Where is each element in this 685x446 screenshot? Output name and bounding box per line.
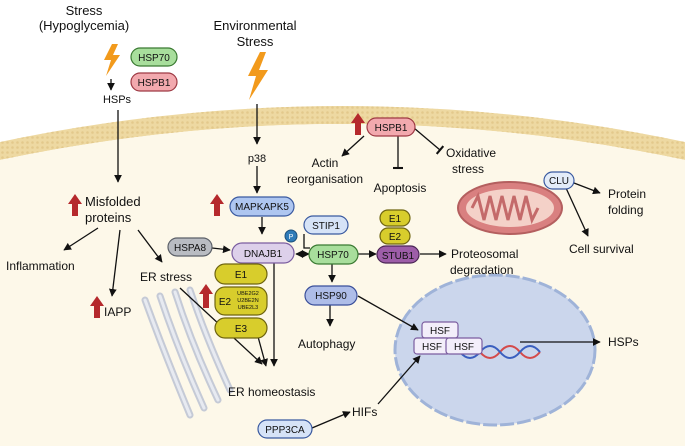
up-arrow-icon-hspb1 bbox=[351, 113, 365, 135]
arrow-ppp3ca-to-hifs bbox=[311, 411, 351, 429]
nucleus bbox=[393, 273, 597, 427]
ppp3ca-node: PPP3CA bbox=[257, 419, 313, 439]
hsp90-label: HSP90 bbox=[315, 291, 347, 302]
hsf-node-2: HSF bbox=[413, 337, 451, 355]
e2-right-node: E2 bbox=[379, 227, 411, 245]
er-homeostasis-label: ER homeostasis bbox=[228, 385, 315, 399]
arrow-hspa8-to-dnajb1 bbox=[211, 245, 231, 254]
arrow-clu-to-protein-folding bbox=[573, 182, 601, 195]
dnajb1-label: DNAJB1 bbox=[244, 249, 283, 260]
hsp70-top-label: HSP70 bbox=[138, 53, 170, 64]
mitochondrion bbox=[457, 181, 563, 235]
mapkapk5-node: MAPKAPK5 bbox=[229, 196, 295, 217]
p38-label: p38 bbox=[248, 153, 266, 165]
misfolded-line1: Misfolded bbox=[85, 194, 141, 209]
connector-stip1 bbox=[303, 234, 310, 249]
e2-left-node: E2 UBE2G2 U2BE2N UBE2L3 bbox=[214, 286, 268, 316]
hsf-node-3: HSF bbox=[445, 337, 483, 355]
misfolded-line2: proteins bbox=[85, 210, 132, 225]
lightning-icon-hypoglycemia bbox=[104, 44, 120, 76]
actin-line2: reorganisation bbox=[287, 172, 363, 186]
hspb1-mid-node: HSPB1 bbox=[366, 117, 416, 137]
hspa8-label: HSPA8 bbox=[174, 243, 206, 254]
er-stress-label: ER stress bbox=[140, 270, 192, 284]
actin-line1: Actin bbox=[312, 156, 339, 170]
arrow-misfolded-to-er-stress bbox=[137, 229, 163, 263]
e1-right-label: E1 bbox=[389, 214, 402, 225]
e1-right-node: E1 bbox=[379, 209, 411, 227]
hsps-top-label: HSPs bbox=[103, 94, 132, 106]
apoptosis-label: Apoptosis bbox=[374, 181, 427, 195]
clu-node: CLU bbox=[543, 171, 575, 190]
e3-left-node: E3 bbox=[214, 317, 268, 339]
e2-right-label: E2 bbox=[389, 232, 402, 243]
arrow-hspb1-to-actin bbox=[341, 135, 365, 157]
hsp70-mid-node: HSP70 bbox=[308, 244, 359, 265]
arrow-misfolded-to-inflammation bbox=[63, 227, 99, 251]
e3-left-label: E3 bbox=[235, 324, 248, 335]
clu-label: CLU bbox=[549, 176, 569, 187]
stip1-node: STIP1 bbox=[303, 215, 349, 235]
proteosomal-line2: degradation bbox=[450, 263, 513, 277]
stub1-label: STUB1 bbox=[382, 251, 415, 262]
inflammation-label: Inflammation bbox=[6, 259, 75, 273]
protein-folding-line2: folding bbox=[608, 203, 643, 217]
cell-membrane-texture bbox=[0, 106, 685, 160]
stip1-label: STIP1 bbox=[312, 221, 340, 232]
up-arrow-icon-misfolded bbox=[68, 194, 82, 216]
e2-sub2-label: U2BE2N bbox=[237, 298, 258, 304]
stress-hypoglycemia-line2: (Hypoglycemia) bbox=[39, 18, 129, 33]
autophagy-label: Autophagy bbox=[298, 337, 355, 351]
stub1-node: STUB1 bbox=[376, 245, 420, 264]
hsps-right-label: HSPs bbox=[608, 335, 639, 349]
hsp70-mid-label: HSP70 bbox=[317, 250, 349, 261]
phospho-badge: P bbox=[284, 229, 298, 243]
lightning-icon-environmental bbox=[248, 52, 268, 100]
hspb1-mid-label: HSPB1 bbox=[375, 123, 408, 134]
arrow-hifs-to-hsf bbox=[377, 355, 421, 405]
hifs-label: HIFs bbox=[352, 405, 377, 419]
hsf-node-1: HSF bbox=[421, 321, 459, 339]
arrow-hsp90-to-hsf bbox=[357, 295, 419, 331]
arrow-misfolded-to-iapp bbox=[108, 229, 121, 297]
hsf3-label: HSF bbox=[454, 342, 474, 353]
oxidative-line2: stress bbox=[452, 162, 484, 176]
environmental-stress-line1: Environmental bbox=[213, 18, 296, 33]
e2-sub3-label: UBE2L3 bbox=[238, 305, 259, 311]
e2-sub1-label: UBE2G2 bbox=[237, 291, 259, 297]
e1-left-node: E1 bbox=[214, 263, 268, 285]
oxidative-line1: Oxidative bbox=[446, 146, 496, 160]
up-arrow-icon-iapp bbox=[90, 296, 104, 318]
hspb1-top-node: HSPB1 bbox=[130, 72, 178, 92]
hspb1-top-label: HSPB1 bbox=[138, 78, 171, 89]
hsp90-node: HSP90 bbox=[304, 285, 358, 306]
hsf2-label: HSF bbox=[422, 342, 442, 353]
e1-left-label: E1 bbox=[235, 270, 248, 281]
proteosomal-line1: Proteosomal bbox=[451, 247, 518, 261]
hspa8-node: HSPA8 bbox=[167, 237, 213, 257]
arrow-clu-to-cell-survival bbox=[565, 187, 589, 237]
ppp3ca-label: PPP3CA bbox=[265, 425, 305, 436]
dnajb1-node: DNAJB1 bbox=[231, 242, 295, 264]
hsf1-label: HSF bbox=[430, 326, 450, 337]
mapkapk5-label: MAPKAPK5 bbox=[235, 202, 289, 213]
stress-hypoglycemia-line1: Stress bbox=[66, 3, 103, 18]
e2-left-label: E2 bbox=[219, 297, 232, 308]
iapp-label: IAPP bbox=[104, 305, 131, 319]
hsp70-top-node: HSP70 bbox=[130, 47, 178, 67]
up-arrow-icon-mapkapk5 bbox=[210, 194, 224, 216]
protein-folding-line1: Protein bbox=[608, 187, 646, 201]
cell-survival-label: Cell survival bbox=[569, 242, 634, 256]
inhibit-hspb1-to-oxidative bbox=[413, 127, 445, 155]
environmental-stress-line2: Stress bbox=[237, 34, 274, 49]
phospho-label: P bbox=[289, 234, 294, 241]
up-arrow-icon-e2 bbox=[199, 284, 213, 308]
